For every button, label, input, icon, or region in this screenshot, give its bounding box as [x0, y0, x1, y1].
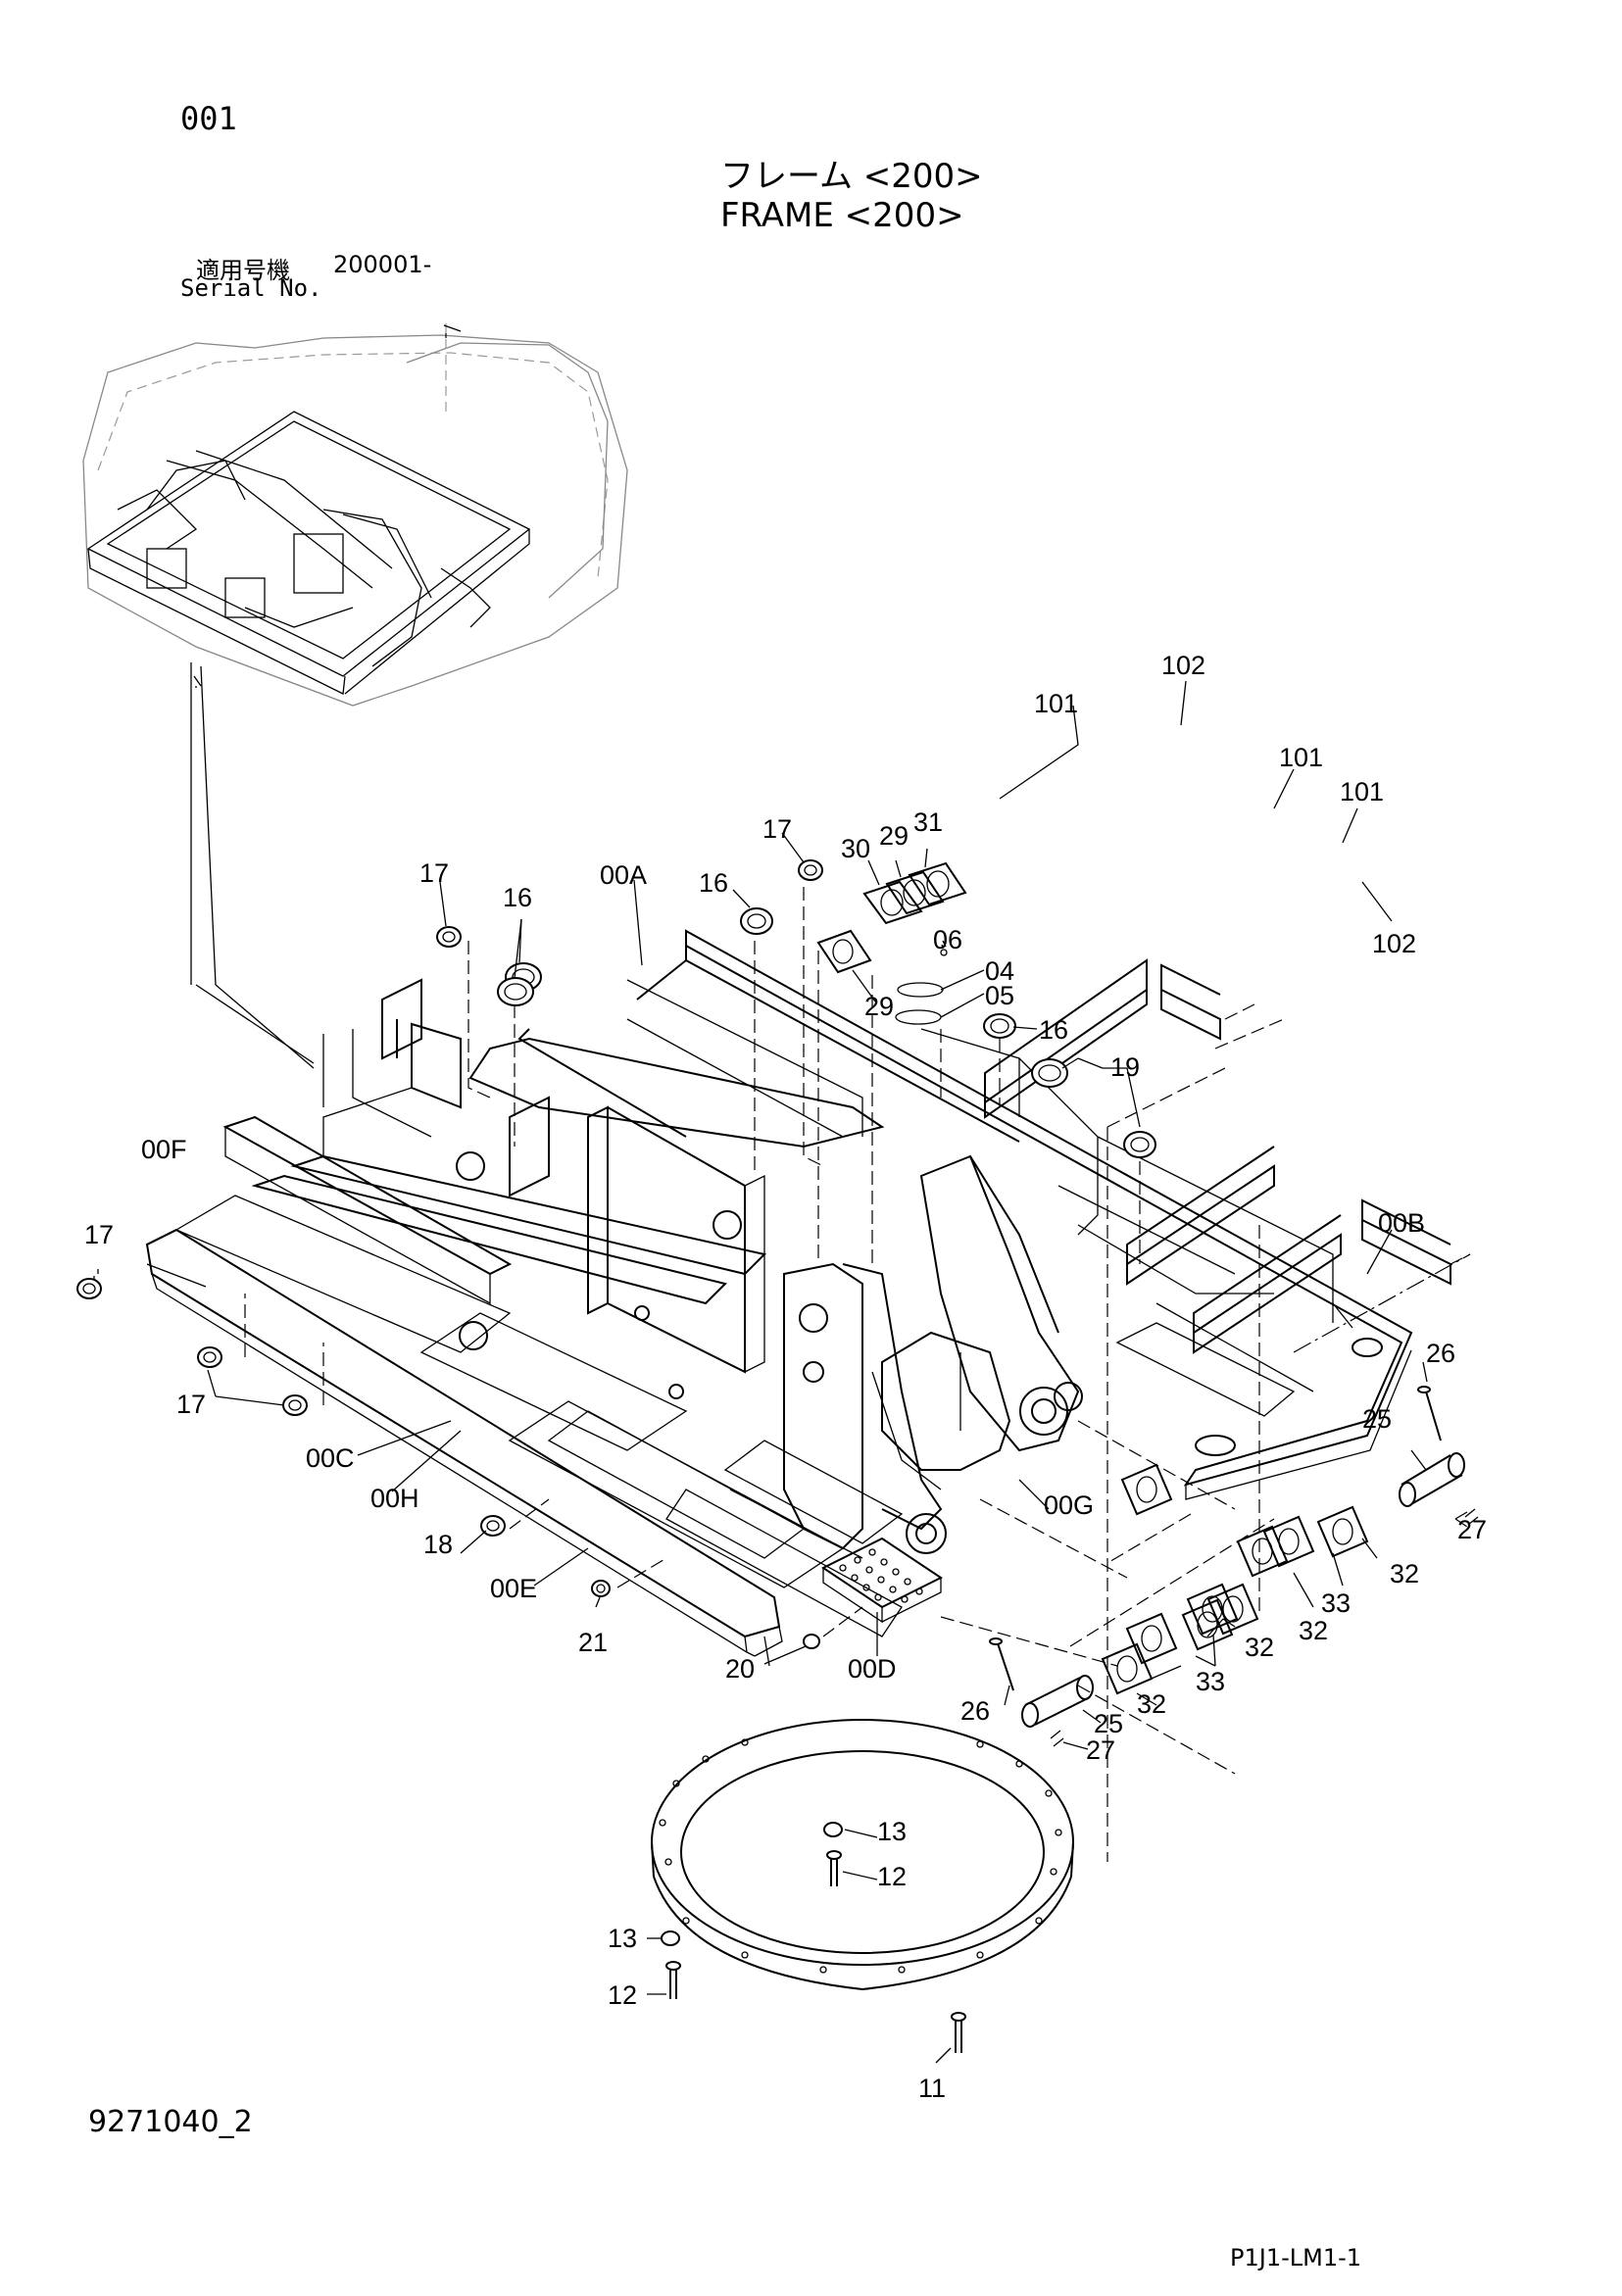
- callout-26-right: 26: [1426, 1339, 1455, 1368]
- callout-00B: 00B: [1378, 1208, 1425, 1238]
- upper-frame-assembly: [145, 929, 1413, 1667]
- serial-range: 200001-: [333, 251, 432, 278]
- callout-32-a: 32: [1390, 1559, 1419, 1588]
- document-code: 9271040_2: [88, 2105, 253, 2139]
- callout-00H: 00H: [370, 1484, 419, 1513]
- callout-33-b: 33: [1196, 1667, 1225, 1696]
- callout-12-top: 12: [877, 1862, 907, 1891]
- callout-32-d: 32: [1137, 1689, 1166, 1719]
- callout-21: 21: [578, 1628, 608, 1657]
- seal-and-plate-parts: [76, 859, 1479, 1775]
- callout-18: 18: [423, 1530, 453, 1559]
- callout-32-c: 32: [1245, 1633, 1274, 1662]
- callout-16-left: 16: [503, 883, 532, 912]
- callout-00A: 00A: [600, 860, 647, 890]
- callout-20: 20: [725, 1654, 755, 1684]
- callout-04: 04: [985, 956, 1014, 986]
- callout-26-bottom: 26: [960, 1696, 990, 1726]
- callout-17-left: 17: [419, 858, 449, 888]
- callout-13-left: 13: [608, 1924, 637, 1953]
- callout-29-bottom: 29: [864, 992, 894, 1021]
- callout-101-right: 101: [1340, 777, 1384, 806]
- page-number: 001: [180, 100, 237, 137]
- callout-31: 31: [913, 807, 943, 837]
- callout-27-bottom: 27: [1086, 1735, 1115, 1765]
- callout-labels: 102 101 101 101 102 17 30 29 31 17 16 00…: [84, 651, 1487, 2103]
- callout-12-left: 12: [608, 1980, 637, 2010]
- callout-19: 19: [1110, 1052, 1140, 1082]
- callout-00F: 00F: [141, 1135, 187, 1164]
- callout-101-mid: 101: [1279, 743, 1323, 772]
- counterweight-pads: [984, 958, 1471, 1862]
- callout-27-right: 27: [1457, 1515, 1487, 1544]
- swing-bearing-ring: [651, 1719, 1074, 2053]
- callout-29-top: 29: [879, 821, 909, 851]
- callout-17-top: 17: [762, 814, 792, 844]
- callout-17-bottom: 17: [176, 1390, 206, 1419]
- callout-00E: 00E: [490, 1574, 537, 1603]
- callout-30: 30: [841, 834, 870, 863]
- callout-00G: 00G: [1044, 1490, 1094, 1520]
- callout-00D: 00D: [848, 1654, 897, 1684]
- callout-102-right: 102: [1372, 929, 1416, 958]
- overview-thumbnail: [82, 323, 628, 707]
- callout-25-right: 25: [1362, 1404, 1392, 1434]
- callout-101-top: 101: [1034, 689, 1078, 718]
- callout-102-top: 102: [1161, 651, 1205, 680]
- assembly-guide-lines: [244, 333, 1236, 1667]
- title-japanese: フレーム <200>: [720, 157, 983, 196]
- callout-05: 05: [985, 981, 1014, 1010]
- title-english: FRAME <200>: [720, 196, 964, 235]
- callout-06: 06: [933, 925, 962, 954]
- serial-label-english: Serial No.: [180, 274, 322, 302]
- sheet-code: P1J1-LM1-1: [1230, 2244, 1362, 2272]
- callout-33-a: 33: [1321, 1588, 1351, 1618]
- serial-label-japanese: 適用号機: [196, 257, 290, 284]
- callout-17-far-left: 17: [84, 1220, 114, 1249]
- callout-16-right: 16: [1039, 1015, 1068, 1045]
- callout-25-bottom: 25: [1094, 1709, 1123, 1738]
- callout-11: 11: [918, 2074, 946, 2103]
- callout-32-b: 32: [1299, 1616, 1328, 1645]
- callout-13-top: 13: [877, 1817, 907, 1846]
- callout-00C: 00C: [306, 1443, 355, 1473]
- callout-16-mid: 16: [699, 868, 728, 898]
- leader-lines: [93, 662, 1468, 2064]
